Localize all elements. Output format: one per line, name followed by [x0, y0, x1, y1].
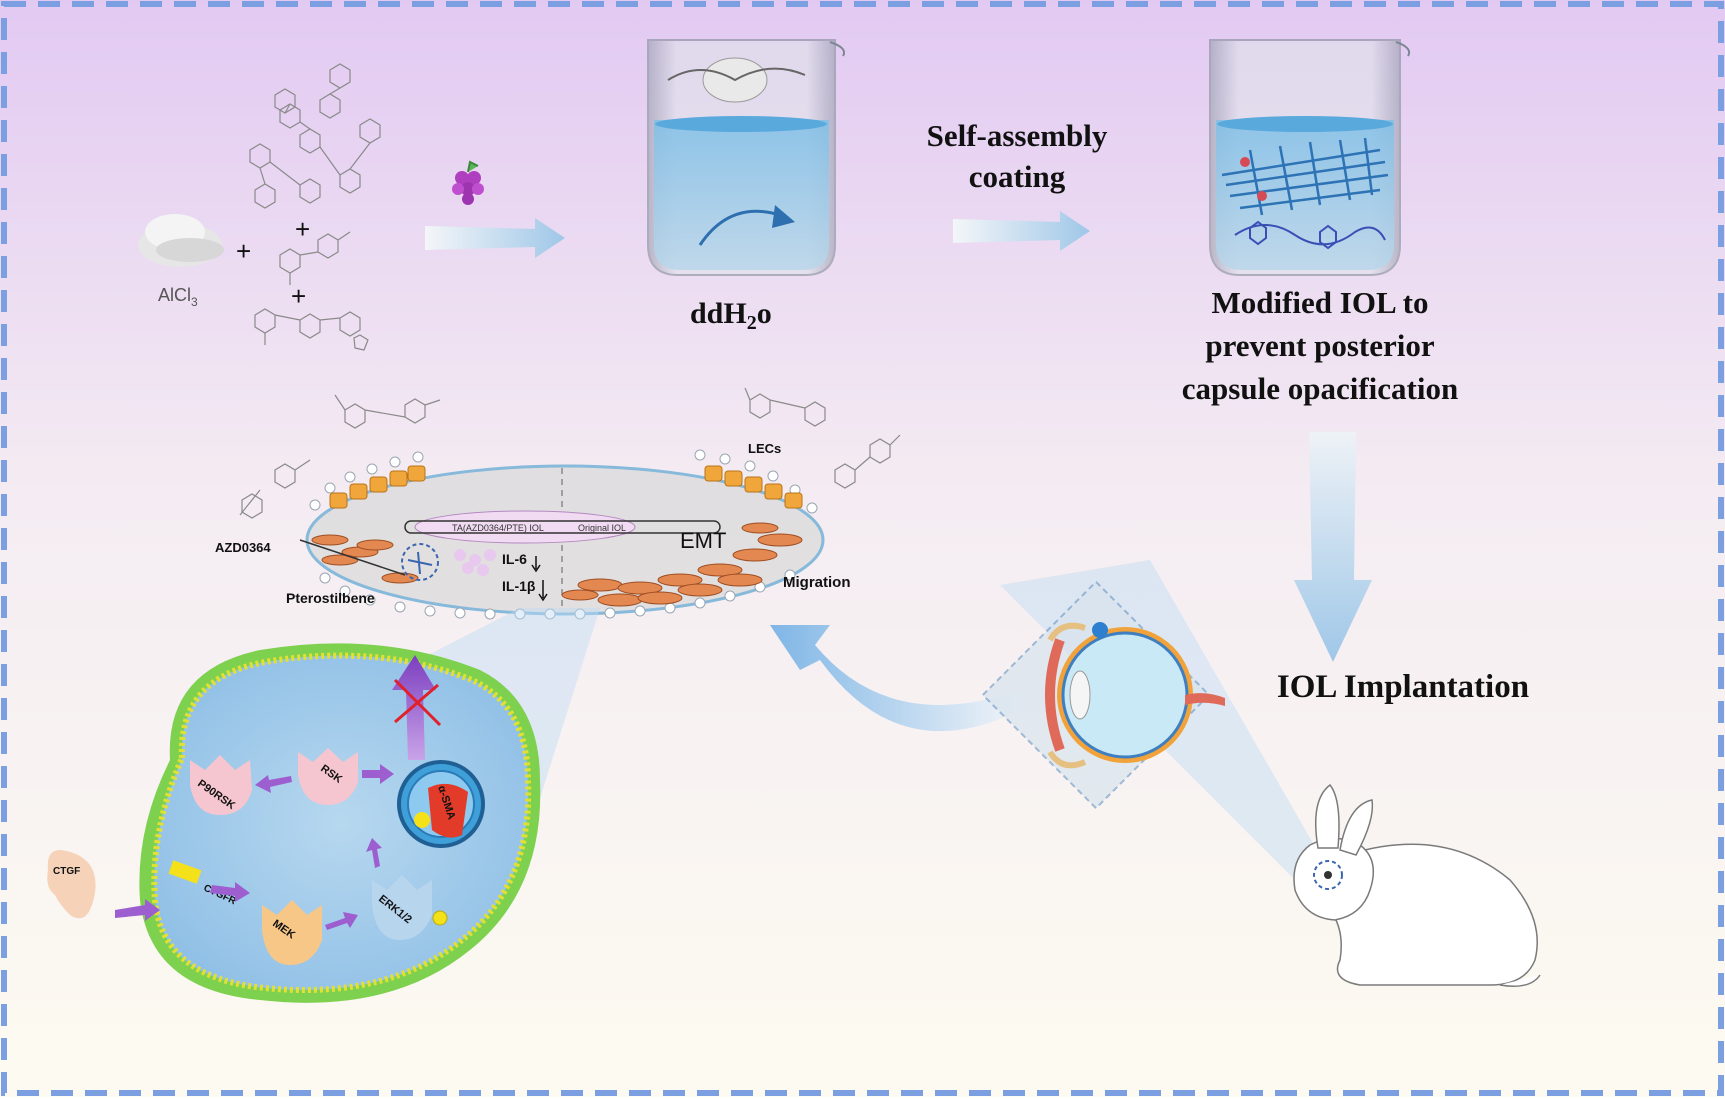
emt-label: EMT	[680, 528, 726, 553]
eye-inset	[981, 580, 1225, 810]
pterostilbene-structure	[254, 308, 369, 351]
migration-label: Migration	[783, 574, 851, 591]
self-assembly-label-line2: coating	[969, 159, 1066, 194]
pterostilbene-molecule	[239, 394, 441, 519]
plus-sign-1: +	[236, 236, 251, 266]
il6-label: IL-6	[502, 551, 527, 567]
pathway-arrows	[115, 764, 394, 930]
erk-protein	[372, 875, 448, 940]
beaker-ddh2o	[647, 39, 846, 276]
mek-protein	[262, 900, 322, 965]
ctgfr-receptor	[168, 860, 202, 884]
ctgf-label: CTGF	[53, 866, 80, 877]
nucleus	[397, 760, 485, 848]
capsular-bag	[299, 449, 825, 620]
plus-sign-2: +	[295, 214, 310, 244]
rsk-protein	[298, 748, 358, 805]
lecs-molecules	[744, 387, 901, 489]
rabbit	[1293, 783, 1541, 987]
original-iol-label: Original IOL	[578, 523, 626, 533]
modified-iol-line2: prevent posterior	[1205, 328, 1435, 363]
self-assembly-label-line1: Self-assembly	[927, 118, 1108, 153]
azd0364-structure	[279, 231, 351, 285]
il1b-down-arrow	[538, 580, 548, 602]
iol-implantation-label: IOL Implantation	[1277, 669, 1529, 705]
reaction-arrow-1	[425, 218, 565, 258]
ctgf-protein	[47, 850, 96, 919]
reaction-arrow-2	[953, 211, 1090, 251]
il1b-label: IL-1β	[502, 578, 536, 594]
ta-iol-label: TA(AZD0364/PTE) IOL	[452, 523, 544, 533]
beaker-coated-iol	[1209, 39, 1411, 276]
rabbit-eye	[1324, 871, 1332, 879]
azd0364-label: AZD0364	[215, 540, 271, 555]
alcl3-label: AlCl3	[158, 285, 198, 309]
grape-icon	[452, 160, 484, 205]
implantation-arrow	[1294, 432, 1372, 662]
modified-iol-line3: capsule opacification	[1182, 371, 1458, 406]
return-curve-arrow	[770, 625, 1020, 732]
ddh2o-label: ddH2o	[690, 297, 772, 334]
lecs-label: LECs	[748, 441, 781, 456]
p90rsk-protein	[190, 755, 252, 815]
plus-sign-3: +	[291, 281, 306, 311]
modified-iol-line1: Modified IOL to	[1211, 285, 1428, 320]
pterostilbene-label: Pterostilbene	[286, 590, 375, 606]
il6-down-arrow	[531, 556, 541, 573]
block-cross	[393, 678, 442, 727]
rabbit-eye-highlight	[1313, 860, 1343, 890]
alcl3-powder	[138, 214, 224, 267]
tannic-acid-structure	[249, 63, 381, 209]
